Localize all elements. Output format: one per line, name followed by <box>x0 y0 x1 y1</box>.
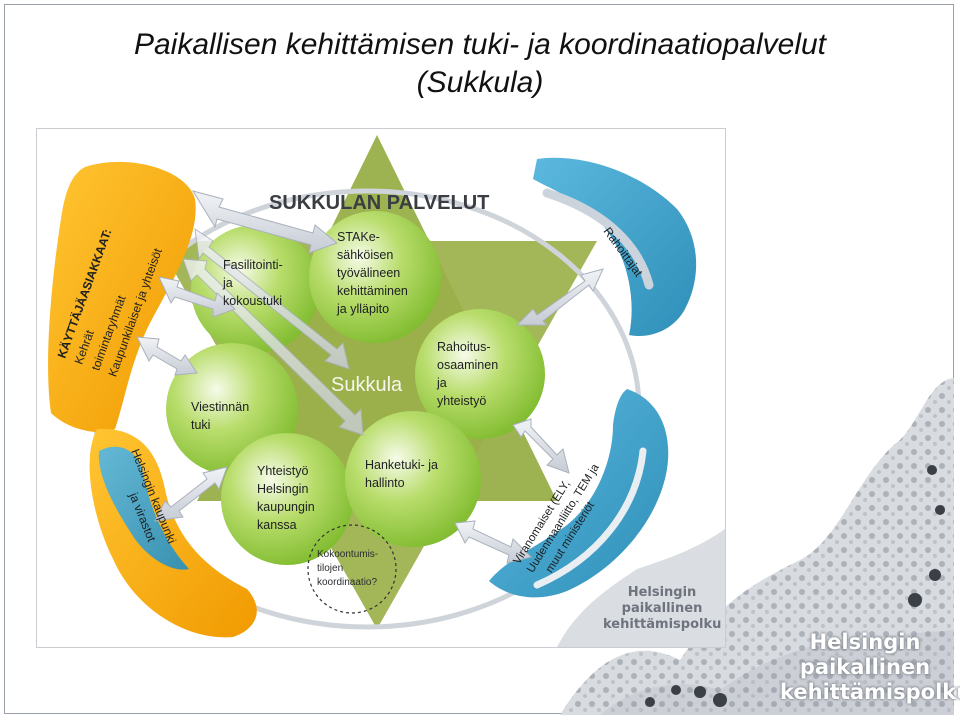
kokoontumis-line-1: Kokoontumis- <box>317 549 378 560</box>
yhteistyo-line-4: kanssa <box>257 518 297 532</box>
rahoitus-line-2: osaaminen <box>437 358 498 372</box>
inner-brand-line-3: kehittämispolku <box>603 617 722 632</box>
kokoontumis-line-3: koordinaatio? <box>317 577 377 588</box>
text-fasilitointi: Fasilitointi- ja kokoustuki <box>222 258 283 308</box>
rahoitus-line-3: ja <box>436 376 447 390</box>
diagram-svg: SUKKULAN PALVELUT Sukkula Fasilitointi- … <box>48 135 725 647</box>
center-label: Sukkula <box>331 374 403 396</box>
sphere-kokoontumis <box>307 524 397 614</box>
authorities-curve-arrow <box>533 447 647 589</box>
stake-line-1: STAKe- <box>337 230 380 244</box>
inner-brand: Helsingin paikallinen kehittämispolku <box>603 585 721 633</box>
authorities-shape <box>489 389 669 598</box>
stake-line-3: työvälineen <box>337 266 400 280</box>
fasilitointi-line-1: Fasilitointi- <box>223 258 283 272</box>
text-hanketuki: Hanketuki- ja hallinto <box>365 458 438 490</box>
kokoontumis-line-2: tilojen <box>317 563 343 574</box>
fasilitointi-line-3: kokoustuki <box>223 294 282 308</box>
text-kokoontumis: Kokoontumis- tilojen koordinaatio? <box>317 549 378 588</box>
rahoitus-line-1: Rahoitus- <box>437 340 491 354</box>
stake-line-5: ja ylläpito <box>336 302 389 316</box>
sphere-stake <box>309 211 441 343</box>
yhteistyo-line-3: kaupungin <box>257 500 315 514</box>
people-figures <box>645 465 945 707</box>
text-viestinta: Viestinnän tuki <box>191 400 249 432</box>
outer-brand-line-2: paikallinen <box>799 655 931 679</box>
connector-arrows <box>136 190 604 564</box>
text-rahoitus: Rahoitus- osaaminen ja yhteistyö <box>436 340 498 408</box>
inner-landscape <box>557 529 725 647</box>
outer-brand-line-3: kehittämispolku <box>780 680 960 704</box>
slide-frame <box>4 4 954 714</box>
sphere-yhteistyo <box>221 433 353 565</box>
outer-brand: Helsingin paikallinen kehittämispolku <box>780 630 960 705</box>
diagram-panel: SUKKULAN PALVELUT Sukkula Fasilitointi- … <box>36 128 726 648</box>
inner-brand-line-1: Helsingin <box>627 585 697 600</box>
rahoitus-line-4: yhteistyö <box>437 394 486 408</box>
sphere-rahoitus <box>415 309 545 439</box>
outer-brand-line-1: Helsingin <box>809 630 921 654</box>
title-line-2: (Sukkula) <box>416 66 544 99</box>
inner-brand-line-2: paikallinen <box>621 601 703 616</box>
stake-line-2: sähköisen <box>337 248 393 262</box>
users-shape <box>48 161 196 433</box>
helsinki-inner <box>98 446 189 570</box>
text-yhteistyo: Yhteistyö Helsingin kaupungin kanssa <box>257 464 315 532</box>
diagram-heading: SUKKULAN PALVELUT <box>269 192 489 214</box>
viestinta-line-1: Viestinnän <box>191 400 249 414</box>
fasilitointi-line-2: ja <box>222 276 233 290</box>
yhteistyo-line-1: Yhteistyö <box>257 464 308 478</box>
text-stake: STAKe- sähköisen työvälineen kehittämine… <box>336 230 408 316</box>
yhteistyo-line-2: Helsingin <box>257 482 308 496</box>
funders-curve-arrow <box>542 188 654 290</box>
stake-line-4: kehittäminen <box>337 284 408 298</box>
funders-shape <box>533 157 697 336</box>
title-line-1: Paikallisen kehittämisen tuki- ja koordi… <box>133 28 827 61</box>
hanketuki-line-2: hallinto <box>365 476 405 490</box>
hanketuki-line-1: Hanketuki- ja <box>365 458 438 472</box>
slide-title: Paikallisen kehittämisen tuki- ja koordi… <box>0 26 960 102</box>
sphere-hanketuki <box>345 411 481 547</box>
viestinta-line-2: tuki <box>191 418 210 432</box>
